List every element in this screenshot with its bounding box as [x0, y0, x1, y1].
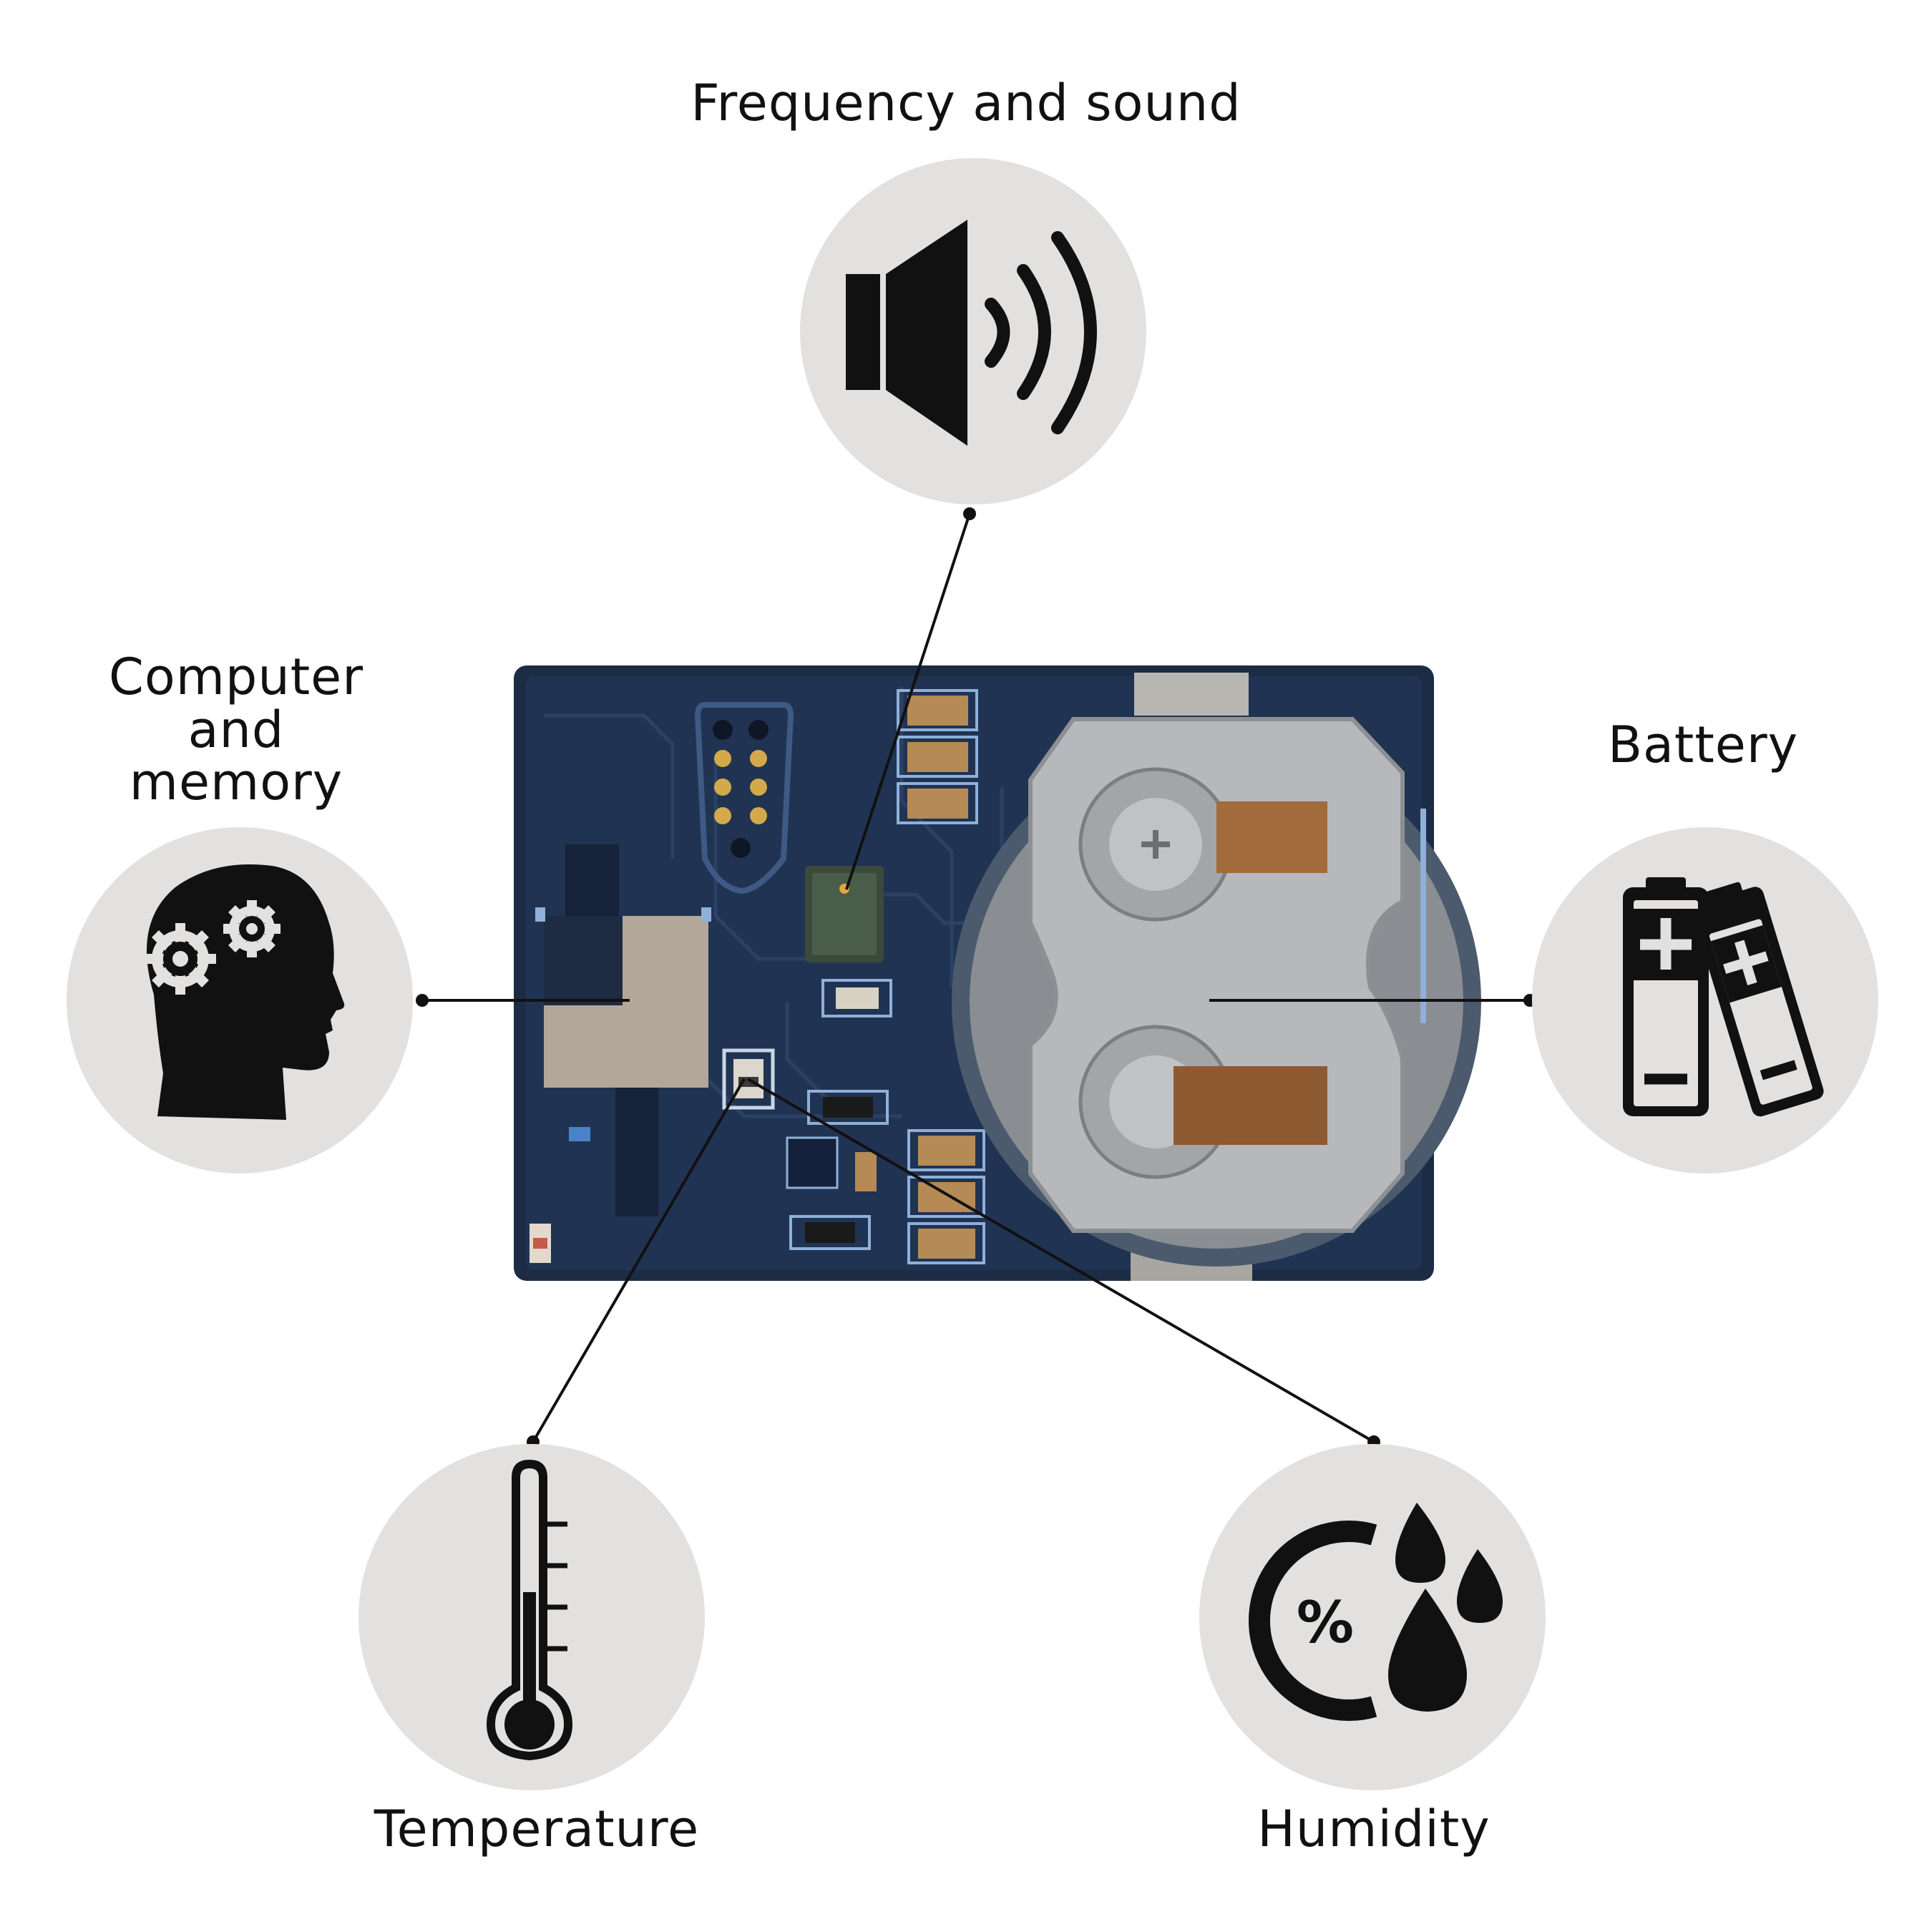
label-humidity: Humidity — [1257, 1800, 1491, 1858]
capacitor-group-top — [897, 689, 978, 824]
label-computer-and-memory: Computer and memory — [57, 648, 415, 811]
leader-line-humidity — [746, 1078, 1375, 1443]
pogo-connector — [694, 702, 794, 894]
mcu-module — [535, 907, 711, 1088]
leader-lines — [422, 513, 1530, 1443]
label-battery: Battery — [1607, 716, 1799, 774]
humidity-icon-circle: % — [1199, 1444, 1546, 1790]
label-computer-line-2: and — [187, 700, 285, 759]
battery-icon-circle — [1532, 827, 1878, 1174]
temperature-icon-circle — [358, 1444, 705, 1790]
leader-line-temperature — [532, 1078, 746, 1443]
batteries-icon — [1623, 877, 1824, 1117]
percent-symbol: % — [1297, 1589, 1354, 1656]
capacitor-group-bottom — [907, 1129, 985, 1264]
thermometer-icon — [487, 1460, 572, 1760]
microphone-chip — [805, 866, 884, 962]
speaker-icon — [846, 220, 1097, 446]
label-temperature: Temperature — [374, 1800, 700, 1858]
label-computer-line-3: memory — [129, 753, 343, 811]
leader-line-sound — [845, 513, 971, 890]
label-computer-line-1: Computer — [109, 648, 364, 706]
pcb-board — [514, 665, 1481, 1281]
sound-icon-circle — [800, 158, 1146, 504]
head-gears-icon — [145, 864, 345, 1120]
humidity-drops-icon: % — [1249, 1503, 1503, 1721]
computer-icon-circle — [67, 827, 413, 1174]
label-frequency-and-sound: Frequency and sound — [691, 74, 1241, 132]
